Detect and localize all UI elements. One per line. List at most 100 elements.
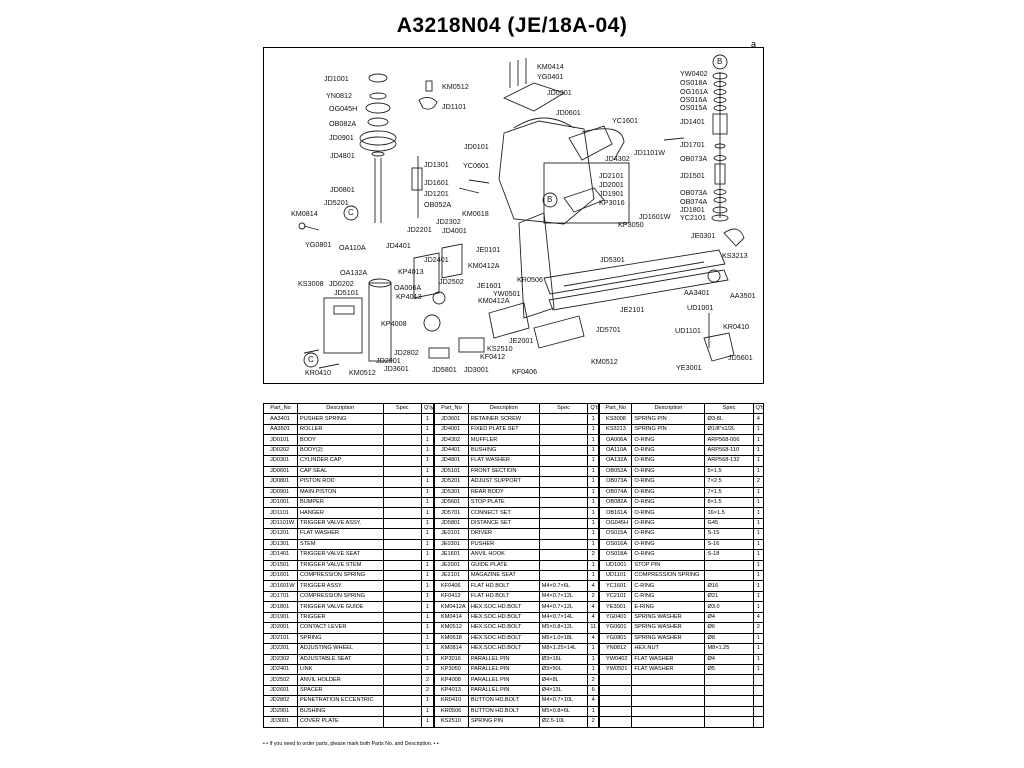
cell-description: BUSHING xyxy=(467,444,540,457)
cell-spec: M5×0.8×12L xyxy=(538,622,589,634)
cell-description: SPRING WASHER xyxy=(631,611,706,624)
cell-spec: M8×1.25×14L xyxy=(538,643,589,655)
cell-part-no: JD2302 xyxy=(263,653,298,665)
cell-part-no: JD0801 xyxy=(263,476,298,488)
part-label: OG045H xyxy=(329,104,358,113)
table-row xyxy=(598,684,765,697)
cell-description: BUTTON HD.BOLT xyxy=(467,695,540,707)
cell-part-no: YN0812 xyxy=(598,643,633,655)
cell-spec xyxy=(704,684,754,697)
part-label: JD1901 xyxy=(599,189,624,198)
part-label: JD1301 xyxy=(424,160,449,169)
part-label: JD4001 xyxy=(442,226,467,235)
cell-spec xyxy=(382,590,422,603)
callout-b-label: B xyxy=(547,195,553,204)
part-label: OB052A xyxy=(424,200,452,209)
header-part-no: Part_No xyxy=(434,402,469,415)
cell-description xyxy=(631,695,706,707)
cell-qty: 2 xyxy=(752,476,765,488)
part-label: KF0406 xyxy=(512,367,538,376)
cell-part-no: JD5801 xyxy=(434,517,469,530)
cell-part-no: JD4001 xyxy=(434,423,469,436)
cell-part-no xyxy=(598,695,633,707)
cell-part-no: JD2401 xyxy=(263,663,298,676)
cell-description: PUSHER SPRING xyxy=(297,413,384,425)
cell-qty: 1 xyxy=(752,580,765,592)
cell-spec xyxy=(704,705,754,718)
part-label: JD1601W xyxy=(639,212,671,221)
part-label: KM0618 xyxy=(462,209,489,218)
cell-qty: 1 xyxy=(752,496,765,509)
cell-part-no: JD1201 xyxy=(263,528,298,540)
cell-spec: Ø5 xyxy=(704,663,754,676)
cell-spec xyxy=(538,517,589,530)
cell-description: SPRING xyxy=(297,632,384,645)
part-label: YG0801 xyxy=(305,240,332,249)
cell-description: MUFFLER xyxy=(467,434,540,446)
part-label: OG161A xyxy=(680,87,708,96)
cell-qty: 1 xyxy=(752,486,765,498)
cell-part-no: JE0101 xyxy=(434,528,469,540)
cell-qty: 1 xyxy=(752,569,765,582)
cell-part-no: JD1801 xyxy=(263,601,298,613)
cell-qty: 1 xyxy=(587,528,599,540)
cell-spec xyxy=(382,528,422,540)
cell-qty: 1 xyxy=(587,507,599,519)
cell-part-no: KM0414 xyxy=(434,611,469,624)
cell-part-no: JD5201 xyxy=(434,476,469,488)
cell-spec: ARP568-132 xyxy=(704,455,754,467)
cell-qty: 1 xyxy=(420,695,435,707)
cell-spec xyxy=(382,569,422,582)
cell-qty: 1 xyxy=(420,643,435,655)
header-qty: Q'ty xyxy=(587,402,599,415)
cell-spec xyxy=(382,622,422,634)
cell-part-no: JD5301 xyxy=(434,486,469,498)
callout-b-label: B xyxy=(717,57,723,66)
part-label: KM0412A xyxy=(468,261,500,270)
cell-qty: 1 xyxy=(587,486,599,498)
part-label: JD5301 xyxy=(600,255,625,264)
cell-spec xyxy=(704,695,754,707)
cell-description xyxy=(631,716,706,728)
cell-qty: 4 xyxy=(587,601,599,613)
cell-part-no: OA132A xyxy=(598,455,633,467)
cell-description: GUIDE PLATE xyxy=(467,559,540,572)
cell-description: TRIGGER VALVE SEAT xyxy=(297,549,384,561)
cell-part-no: JD5601 xyxy=(434,496,469,509)
cell-spec xyxy=(538,455,589,467)
cell-spec: S-16 xyxy=(704,538,754,551)
part-label: OA006A xyxy=(394,283,422,292)
part-label: JD3601 xyxy=(384,364,409,373)
diagram-drawing xyxy=(298,54,745,369)
cell-spec xyxy=(382,684,422,697)
cell-part-no: AA3501 xyxy=(263,423,298,436)
cell-qty: 1 xyxy=(587,413,599,425)
cell-qty xyxy=(752,684,765,697)
cell-qty: 4 xyxy=(587,632,599,645)
cell-description: HEX.SOC.HD.BOLT xyxy=(467,601,540,613)
cell-qty: 4 xyxy=(587,695,599,707)
cell-part-no: JD2901 xyxy=(263,705,298,718)
cell-qty: 1 xyxy=(587,643,599,655)
cell-qty: 2 xyxy=(587,590,599,603)
cell-qty: 1 xyxy=(420,622,435,634)
part-label: JD1701 xyxy=(680,140,705,149)
cell-description: BUMPER xyxy=(297,496,384,509)
cell-part-no: JD2201 xyxy=(263,643,298,655)
